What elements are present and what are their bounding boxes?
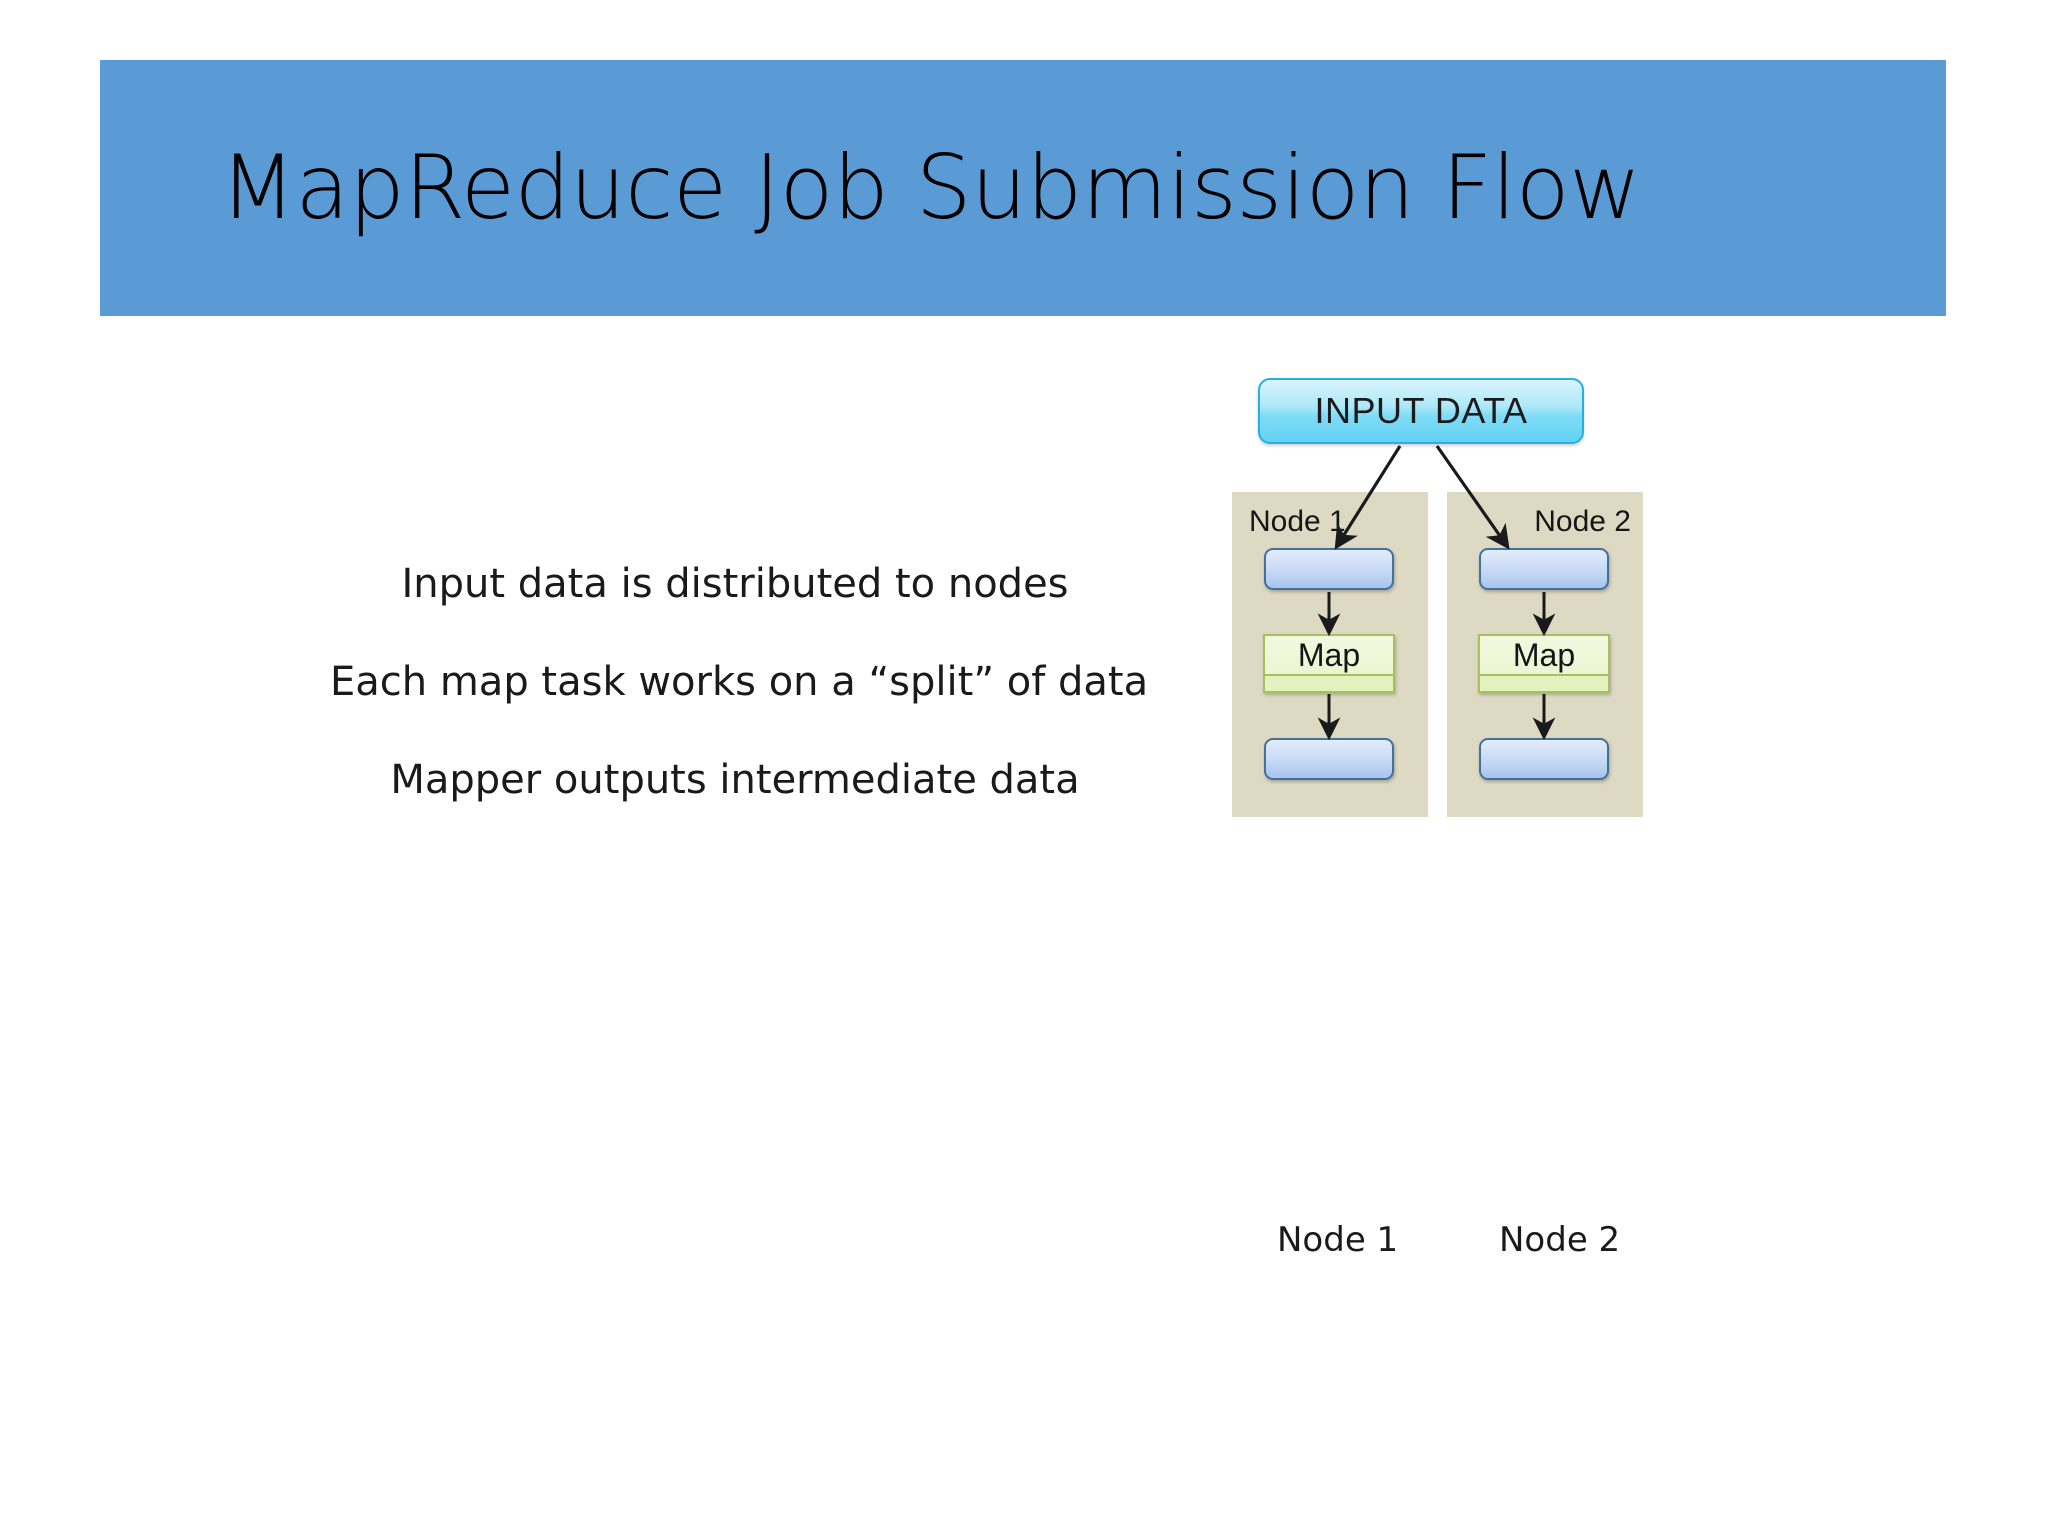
body-line-3: Mapper outputs intermediate data (390, 757, 1080, 803)
node-1-input-split-box (1264, 548, 1394, 590)
node-1-map-box-head: Map (1265, 636, 1393, 676)
node-1-map-box-foot (1265, 676, 1393, 691)
node-panel-2-caption: Node 2 (1534, 505, 1631, 538)
bottom-label-node-1: Node 1 (1277, 1220, 1399, 1260)
body-text-block: Input data is distributed to nodes Each … (330, 560, 1149, 804)
node-2-output-box (1479, 738, 1609, 780)
node-2-map-box-head: Map (1480, 636, 1608, 676)
node-2-map-box: Map (1478, 634, 1610, 693)
node-1-map-label: Map (1297, 637, 1361, 673)
node-1-output-box (1264, 738, 1394, 780)
node-panel-1: Node 1 Map (1232, 492, 1428, 817)
bottom-label-node-2: Node 2 (1499, 1220, 1621, 1260)
node-1-map-box: Map (1263, 634, 1395, 693)
node-2-map-box-foot (1480, 676, 1608, 691)
input-data-label: INPUT DATA (1314, 390, 1528, 431)
node-panel-1-caption: Node 1 (1249, 505, 1346, 538)
input-data-box: INPUT DATA (1258, 378, 1584, 444)
body-line-2: Each map task works on a “split” of data (330, 659, 1149, 705)
node-2-map-label: Map (1512, 637, 1576, 673)
body-line-1: Input data is distributed to nodes (401, 561, 1069, 607)
title-banner: MapReduce Job Submission Flow (100, 60, 1946, 316)
node-panel-2: Node 2 Map (1447, 492, 1643, 817)
mapreduce-diagram: INPUT DATA Node 1 Map Node 2 Map (1225, 370, 1665, 830)
page-title: MapReduce Job Submission Flow (220, 136, 1641, 239)
node-2-input-split-box (1479, 548, 1609, 590)
